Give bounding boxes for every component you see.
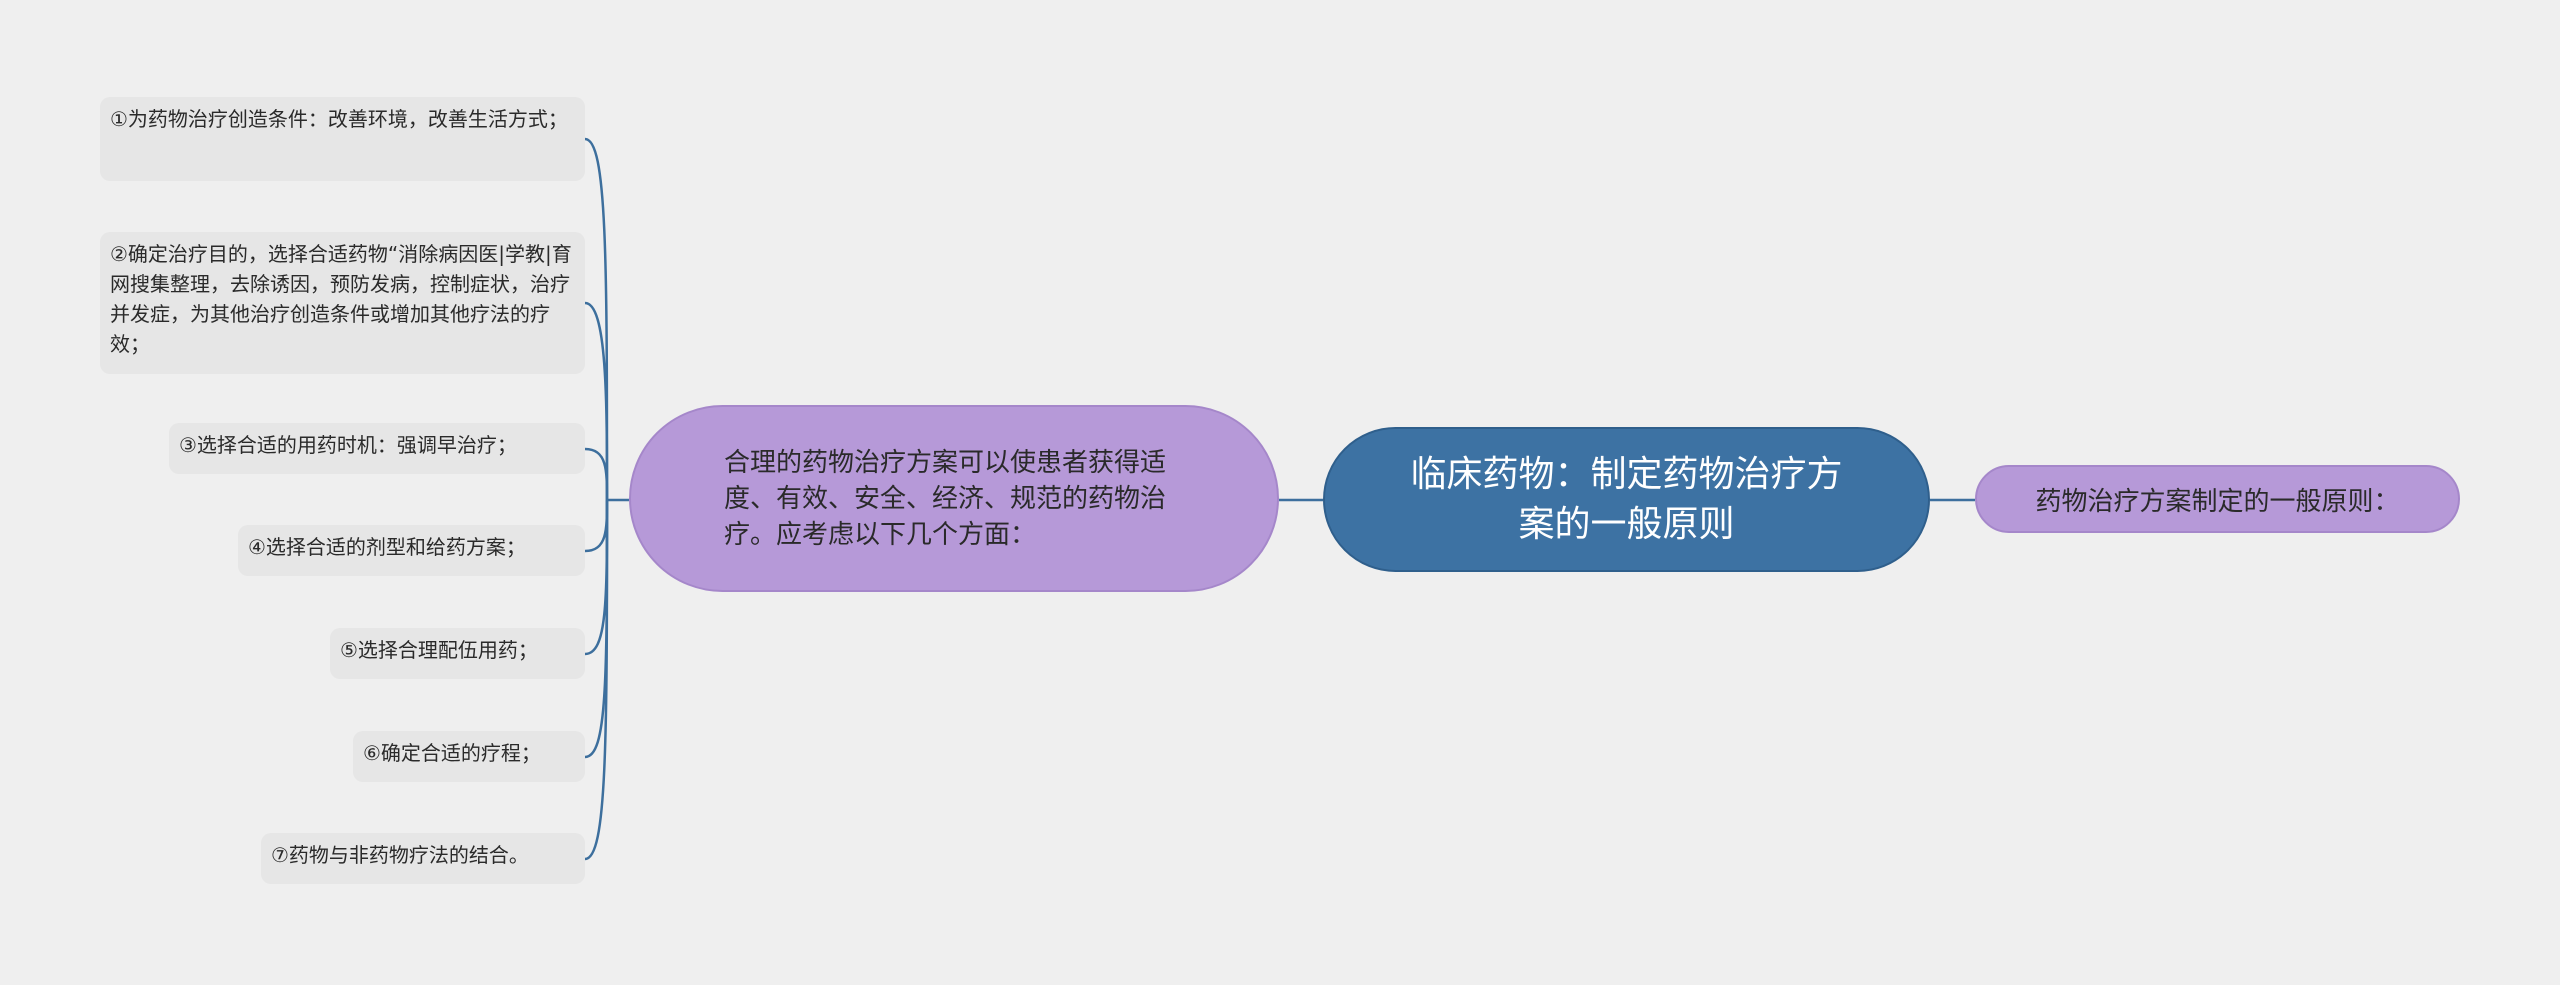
- leaf-topic-5[interactable]: ⑤选择合理配伍用药；: [330, 628, 585, 679]
- leaf-topic-6[interactable]: ⑥确定合适的疗程；: [353, 731, 585, 782]
- leaf-text-7: ⑦药物与非药物疗法的结合。: [271, 843, 529, 867]
- root-topic-text: 临床药物：制定药物治疗方案的一般原则: [1410, 453, 1843, 545]
- leaf-text-2: ②确定治疗目的，选择合适药物“消除病因医|学教|育网搜集整理，去除诱因，预防发病…: [110, 242, 572, 356]
- right-branch-topic[interactable]: 药物治疗方案制定的一般原则：: [1975, 465, 2460, 533]
- connector-leaf-1: [584, 137, 609, 501]
- connector-leaf-4: [584, 499, 609, 553]
- leaf-text-3: ③选择合适的用药时机：强调早治疗；: [179, 433, 517, 457]
- connector-leaf-7: [584, 499, 609, 861]
- left-branch-text: 合理的药物治疗方案可以使患者获得适度、有效、安全、经济、规范的药物治疗。应考虑以…: [724, 447, 1167, 550]
- connector-leaf-5: [584, 499, 609, 656]
- leaf-text-5: ⑤选择合理配伍用药；: [340, 638, 538, 662]
- leaf-topic-4[interactable]: ④选择合适的剂型和给药方案；: [238, 525, 585, 576]
- connector-leaf-2: [584, 301, 609, 501]
- left-branch-topic[interactable]: 合理的药物治疗方案可以使患者获得适度、有效、安全、经济、规范的药物治疗。应考虑以…: [629, 405, 1279, 592]
- leaf-topic-7[interactable]: ⑦药物与非药物疗法的结合。: [261, 833, 585, 884]
- connector-leaf-3: [584, 447, 609, 501]
- leaf-text-1: ①为药物治疗创造条件：改善环境，改善生活方式；: [110, 107, 568, 131]
- right-branch-text: 药物治疗方案制定的一般原则：: [2035, 486, 2400, 517]
- leaf-topic-3[interactable]: ③选择合适的用药时机：强调早治疗；: [169, 423, 585, 474]
- leaf-topic-2[interactable]: ②确定治疗目的，选择合适药物“消除病因医|学教|育网搜集整理，去除诱因，预防发病…: [100, 232, 585, 374]
- leaf-topic-1[interactable]: ①为药物治疗创造条件：改善环境，改善生活方式；: [100, 97, 585, 181]
- leaf-text-4: ④选择合适的剂型和给药方案；: [248, 535, 526, 559]
- root-topic[interactable]: 临床药物：制定药物治疗方案的一般原则: [1323, 427, 1930, 572]
- leaf-text-6: ⑥确定合适的疗程；: [363, 741, 541, 765]
